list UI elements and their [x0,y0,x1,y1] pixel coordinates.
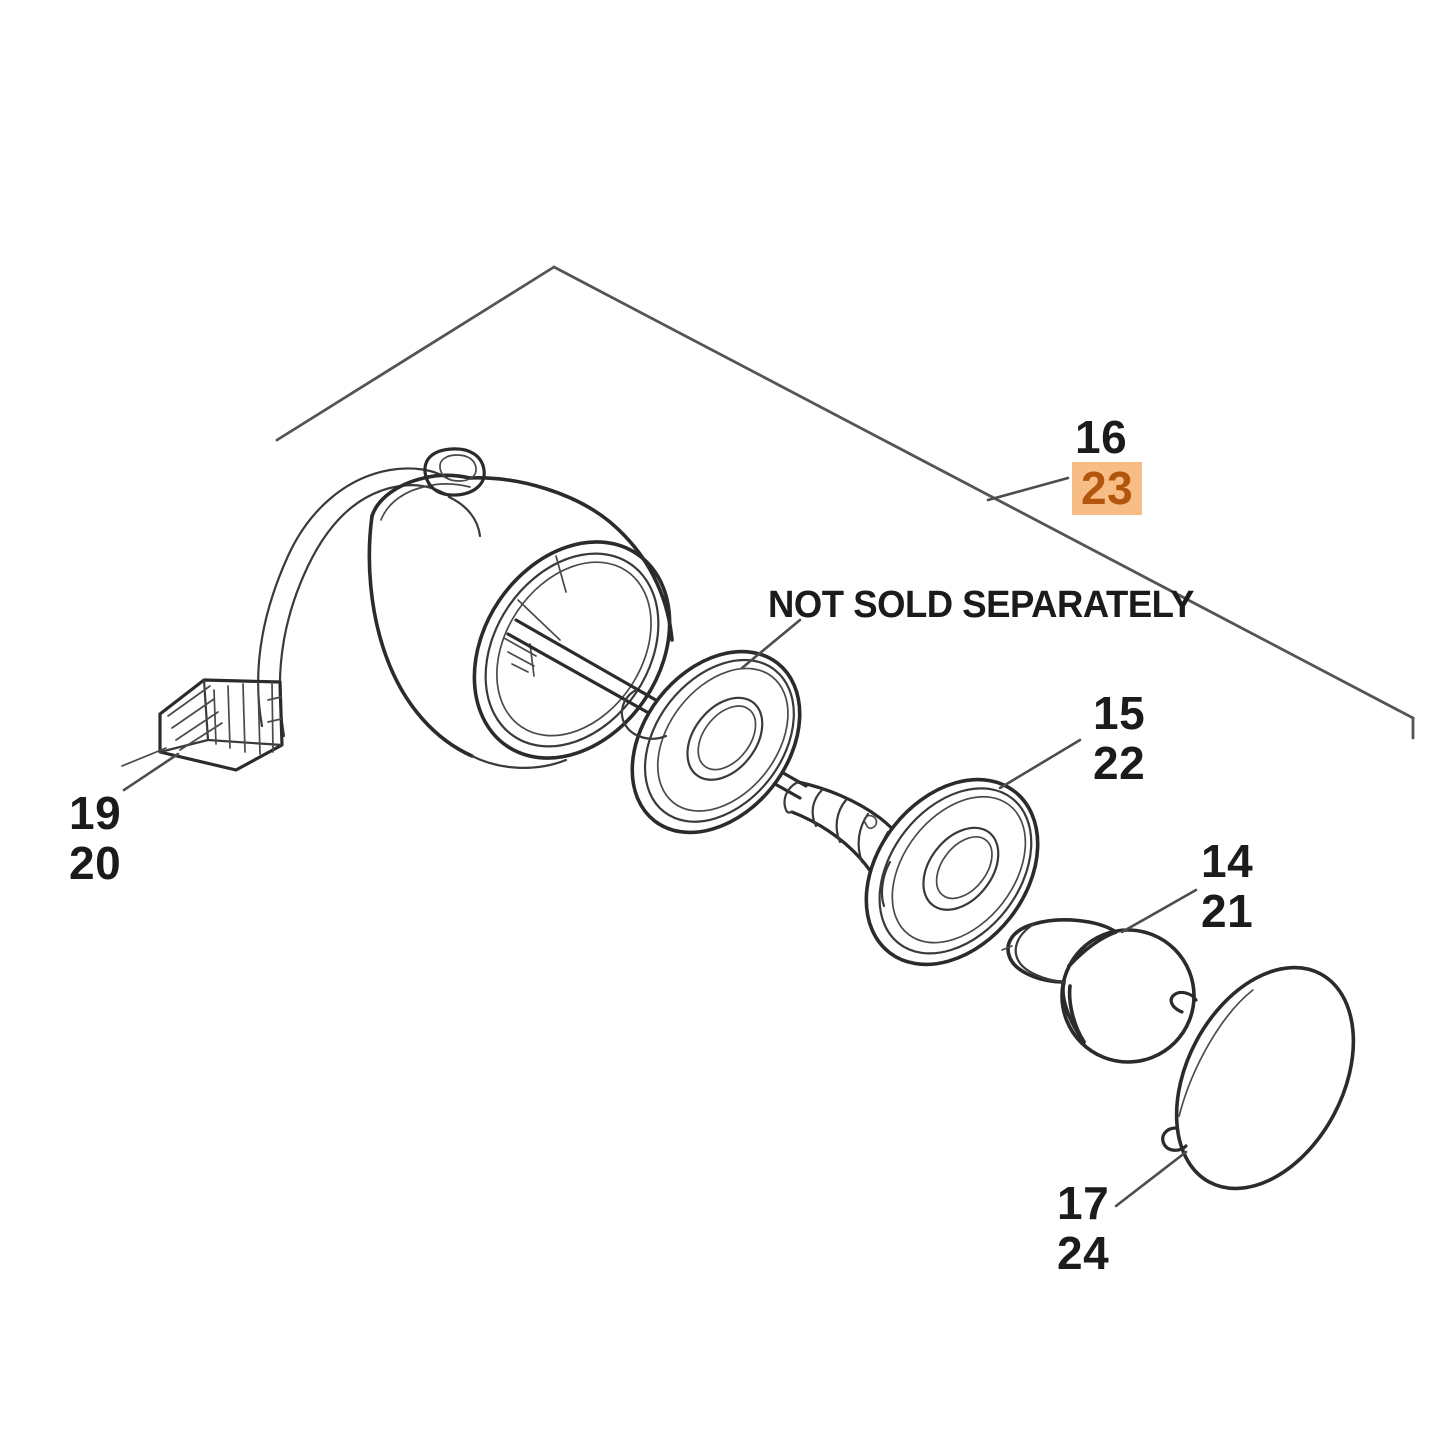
callout-17-24[interactable]: 17 24 [1054,1178,1112,1278]
callout-16-23[interactable]: 16 23 [1072,411,1143,515]
callout-19-20[interactable]: 19 20 [66,788,124,888]
callout-number-15: 15 [1093,687,1146,739]
mounting-bracket [275,265,1415,740]
wire-connector [121,678,284,772]
callout-number-22: 22 [1093,737,1146,789]
callout-number-20: 20 [69,837,122,889]
wire-harness [257,467,482,738]
callout-number-21: 21 [1201,885,1254,937]
reflector-ring-rear [864,777,1040,967]
callout-number-14: 14 [1201,835,1254,887]
callout-number-19: 19 [69,787,122,839]
callout-14-21[interactable]: 14 21 [1198,836,1256,936]
callout-number-16: 16 [1075,411,1128,463]
callout-15-22[interactable]: 15 22 [1090,688,1148,788]
lens-cover [1161,965,1356,1191]
not-sold-separately-note: NOT SOLD SEPARATELY [768,584,1194,626]
callout-number-23-highlighted[interactable]: 23 [1072,462,1143,515]
lamp-housing [367,447,674,769]
callout-number-24: 24 [1057,1227,1110,1279]
leader-lines [122,476,1198,1208]
reflector-ring-front [620,649,802,835]
bulb [1001,918,1196,1064]
callout-number-17: 17 [1057,1177,1110,1229]
